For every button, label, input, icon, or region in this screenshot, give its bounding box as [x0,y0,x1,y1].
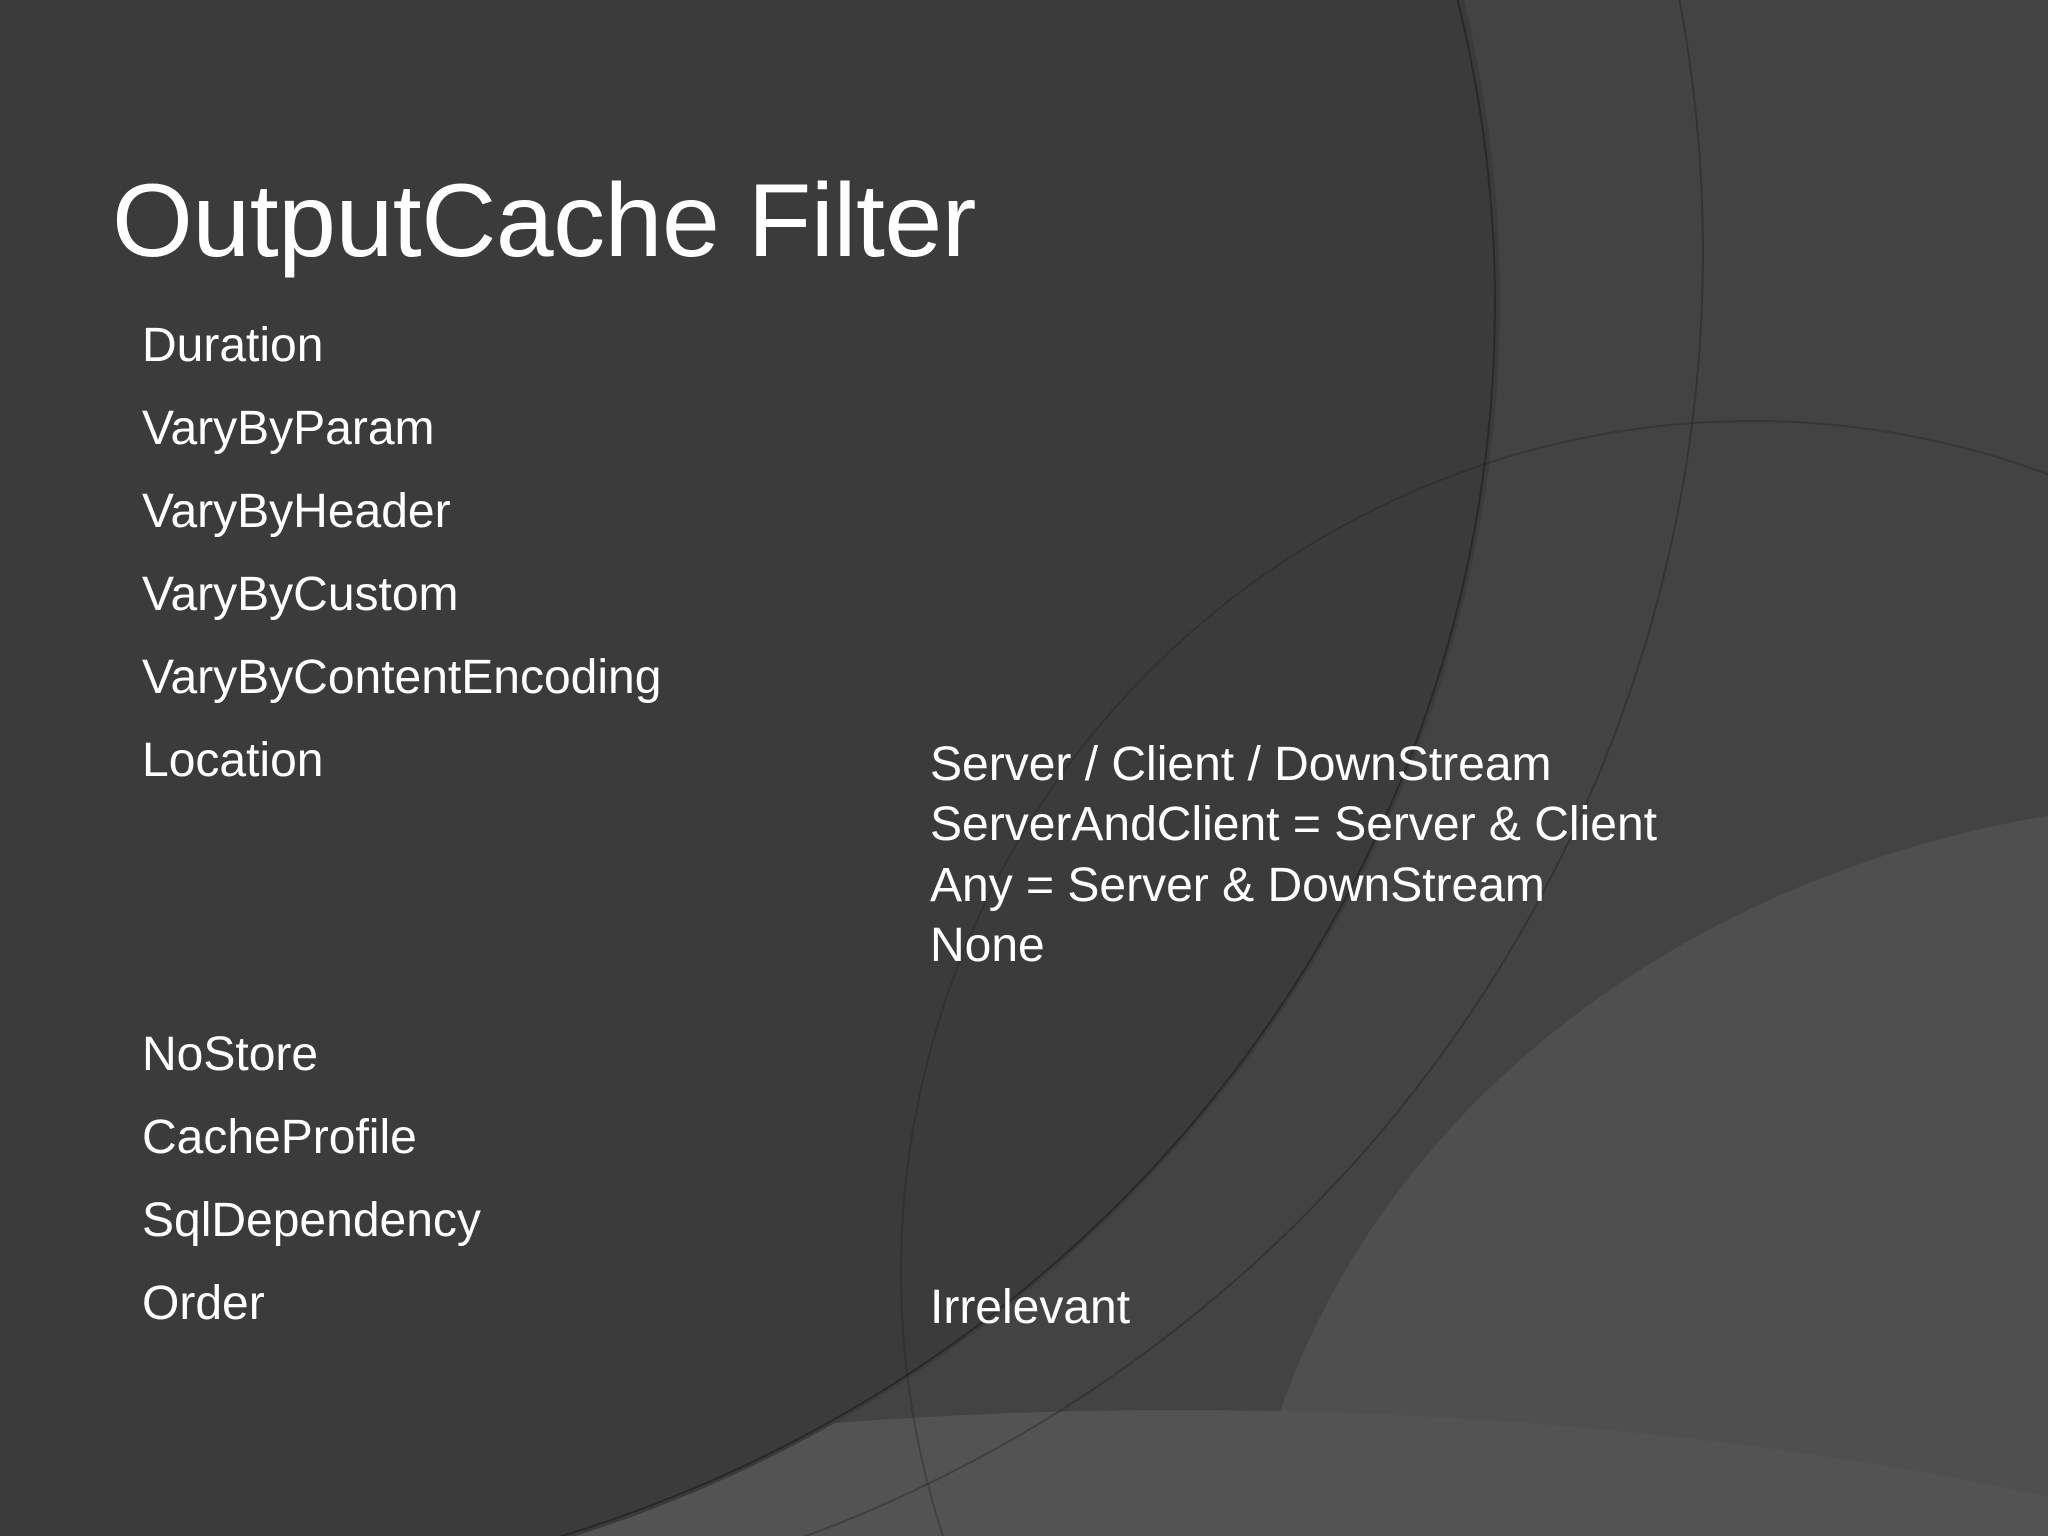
property-name: SqlDependency [142,1193,481,1247]
list-item: VaryByParam [0,403,2048,486]
page-title: OutputCache Filter [112,162,976,279]
list-item: CacheProfile [0,1112,2048,1195]
list-spacer [0,977,2048,1029]
list-item: VaryByHeader [0,486,2048,569]
property-name: CacheProfile [142,1110,417,1164]
property-name: VaryByCustom [142,568,459,621]
list-item: NoStore [0,1029,2048,1112]
property-name: VaryByContentEncoding [142,651,662,704]
list-item: VaryByContentEncoding [0,652,2048,735]
property-list: Duration VaryByParam VaryByHeader VaryBy… [0,320,2048,1361]
property-name: Order [142,1276,265,1330]
list-item: Duration [0,320,2048,403]
list-item: VaryByCustom [0,569,2048,652]
list-item: Location Server / Client / DownStream Se… [0,735,2048,977]
property-value: Server / Client / DownStream ServerAndCl… [930,738,1657,973]
property-name: Location [142,734,324,787]
property-name: Duration [142,319,324,372]
property-name: VaryByParam [142,402,435,455]
property-name: NoStore [142,1027,319,1081]
property-value: Irrelevant [930,1280,1131,1334]
property-name: VaryByHeader [142,485,451,538]
list-item: Order Irrelevant [0,1278,2048,1361]
list-item: SqlDependency [0,1195,2048,1278]
